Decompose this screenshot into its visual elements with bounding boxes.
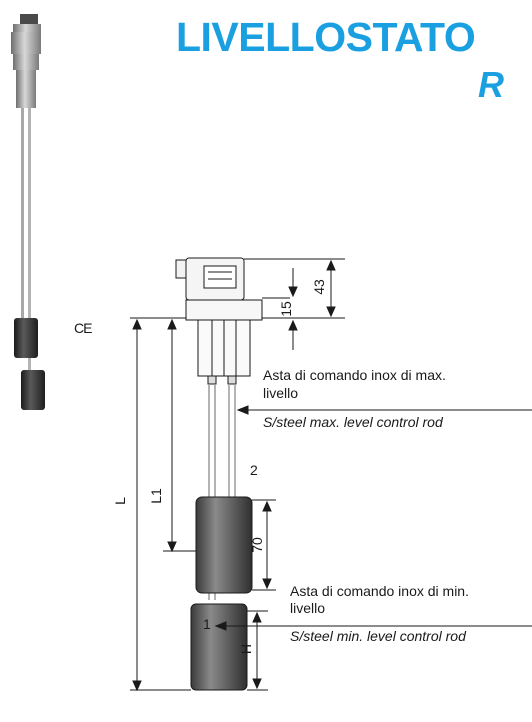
dim-label-15: 15 (277, 301, 294, 317)
page-title: LIVELLOSTATO (176, 14, 476, 60)
min-rod-label-it-1: Asta di comando inox di min. (290, 583, 469, 599)
min-rod-label-en: S/steel min. level control rod (290, 628, 466, 644)
dim-label-H: H (238, 643, 254, 655)
max-rod-label-en: S/steel max. level control rod (263, 414, 443, 430)
ce-mark: CE (74, 320, 92, 336)
max-rod-label-it-2: livello (263, 385, 299, 401)
rod-number-1: 1 (203, 616, 211, 632)
page-subtitle: R (478, 64, 504, 105)
photo-float-top (14, 318, 38, 358)
product-photo (11, 14, 45, 410)
dim-label-43: 43 (310, 279, 327, 295)
float-max (195, 496, 253, 594)
dimension-lines (130, 258, 532, 692)
dim-label-L1: L1 (147, 488, 164, 504)
rod-number-2: 2 (250, 462, 258, 478)
photo-float-bottom (21, 370, 45, 410)
photo-connector (20, 14, 38, 26)
min-rod-label-it-2: livello (290, 600, 326, 616)
dim-label-70: 70 (248, 537, 265, 553)
dim-label-L: L (111, 497, 128, 505)
max-rod-label-it-1: Asta di comando inox di max. (263, 367, 446, 383)
switch-drawing (175, 257, 263, 600)
